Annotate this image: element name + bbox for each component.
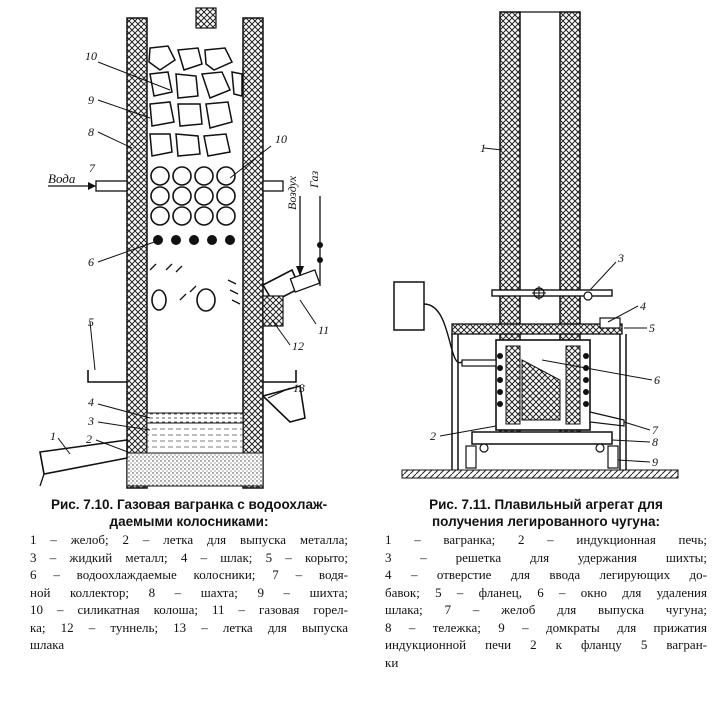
liquid-metal (146, 422, 244, 454)
figure-gas-cupola: Вода Воздух Газ 10 9 8 10 7 6 5 11 12 13… (39, 7, 329, 489)
hearth-sand (126, 452, 264, 487)
alloy-port (599, 317, 621, 329)
label-2: 2 (86, 432, 92, 446)
figure-melting-unit: 1 3 4 5 6 7 2 8 9 (362, 0, 724, 706)
label-3: 3 (87, 414, 94, 428)
shaft-right-wall (242, 17, 264, 489)
water-pipe-left (95, 180, 128, 192)
label-5: 5 (88, 315, 94, 329)
label-4: 4 (88, 395, 94, 409)
legend-line: 3 – решетка для удержания шихты; (385, 549, 707, 565)
label-10b: 10 (275, 132, 287, 146)
caption-title-left: Рис. 7.10. Газовая вагранка с водоохлаж-… (30, 496, 348, 530)
legend-line: 8 – тележка; 9 – домкраты для прижатия (385, 619, 707, 635)
legend-line: ки (385, 654, 399, 670)
legend-line: бавок; 5 – фланец, 6 – окно для удаления (385, 584, 707, 600)
power-cable (423, 303, 463, 364)
ground (401, 469, 679, 479)
iron-spout (589, 411, 625, 427)
caption-title-line: даемыми колосниками: (109, 514, 269, 529)
legend-line: 1 – желоб; 2 – летка для выпуска металла… (30, 532, 348, 547)
air-label: Воздух (285, 175, 299, 210)
label-6: 6 (88, 255, 94, 269)
water-label: Вода (48, 171, 76, 186)
legend-line: ной коллектор; 8 – шахта; 9 – шихта; (30, 584, 348, 600)
label-13: 13 (293, 381, 305, 395)
jack-right (607, 445, 619, 469)
label-7: 7 (89, 161, 96, 175)
shaft-left-wall (126, 17, 148, 489)
charge-stones (148, 45, 243, 157)
r-label-1: 1 (480, 141, 486, 155)
gas-cupola-diagram: Вода Воздух Газ 10 9 8 10 7 6 5 11 12 13… (39, 7, 329, 489)
legend-line: 4 – отверстие для ввода легирующих до- (385, 567, 707, 582)
slag-window (461, 359, 497, 367)
legend-line: шлака; 7 – желоб для выпуска чугуна; (385, 602, 707, 617)
melting-unit-diagram: 1 3 4 5 6 7 2 8 9 (393, 11, 679, 479)
tunnel (262, 295, 284, 327)
flow-arrows (149, 263, 241, 305)
leader-lines-right (439, 147, 653, 463)
caption-right: Рис. 7.11. Плавильный агрегат для получе… (385, 496, 707, 671)
label-10a: 10 (85, 49, 97, 63)
flange (451, 323, 623, 335)
caption-title-line: Рис. 7.10. Газовая вагранка с водоохлаж- (50, 497, 328, 512)
caption-title-line: получения легированного чугуна: (432, 514, 660, 529)
support-frame (451, 334, 627, 470)
power-supply (393, 281, 425, 331)
legend-line: индукционной печи 2 к фланцу 5 вагран- (385, 637, 707, 652)
legend-line: 10 – силикатная колоша; 11 – газовая гор… (30, 602, 348, 617)
trough (87, 370, 127, 383)
label-12: 12 (292, 339, 304, 353)
legend-line: 1 – вагранка; 2 – индукционная печь; (385, 532, 707, 547)
coke-balls (150, 166, 236, 226)
r-label-8: 8 (652, 435, 658, 449)
label-9: 9 (88, 93, 94, 107)
slag-layer (146, 412, 244, 424)
leader-lines (57, 61, 317, 455)
r-label-9: 9 (652, 455, 658, 469)
shaft-top-brick (195, 7, 217, 29)
label-1: 1 (50, 429, 56, 443)
caption-title-line: Рис. 7.11. Плавильный агрегат для (429, 497, 663, 512)
r-label-5: 5 (649, 321, 655, 335)
legend-line: 6 – водоохлаждаемые колосники; 7 – водя- (30, 567, 348, 582)
gas-label: Газ (307, 170, 321, 189)
r-label-4: 4 (640, 299, 646, 313)
r-label-6: 6 (654, 373, 660, 387)
r-label-2: 2 (430, 429, 436, 443)
metal-spout (39, 439, 128, 475)
label-11: 11 (318, 323, 329, 337)
caption-left: Рис. 7.10. Газовая вагранка с водоохлаж-… (30, 496, 348, 654)
charge-grate (491, 289, 613, 297)
jack-left (465, 445, 477, 469)
grate-bars (153, 235, 235, 245)
legend-line: 3 – жидкий металл; 4 – шлак; 5 – корыто; (30, 549, 348, 565)
legend-line: шлака (30, 637, 65, 652)
label-8: 8 (88, 125, 94, 139)
caption-title-right: Рис. 7.11. Плавильный агрегат для получе… (385, 496, 707, 530)
legend-line: ка; 12 – туннель; 13 – летка для выпуска (30, 619, 348, 635)
r-label-3: 3 (617, 251, 624, 265)
water-pipe-right (262, 180, 284, 192)
r-label-7: 7 (652, 423, 659, 437)
trolley (471, 431, 613, 445)
